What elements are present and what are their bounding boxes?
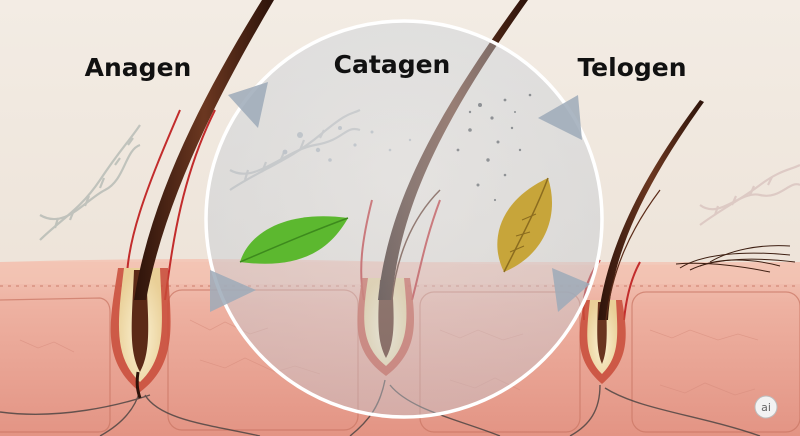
- shed-hairs: [675, 245, 796, 273]
- dry-leaf-icon: [497, 177, 553, 273]
- green-leaf-icon: [239, 216, 349, 264]
- ai-badge: ai: [754, 395, 778, 419]
- dna-helix-icon: [39, 124, 141, 241]
- dna-helix-icon: [699, 164, 800, 226]
- ai-badge-text: ai: [761, 401, 771, 414]
- anagen-hair-shaft: [134, 0, 274, 300]
- cycle-arrow-icon: [210, 82, 590, 312]
- catagen-label: Catagen: [334, 50, 451, 79]
- telogen-hair-shaft: [598, 100, 704, 321]
- anagen-label: Anagen: [85, 53, 192, 82]
- anagen-follicle: [110, 268, 171, 399]
- telogen-label: Telogen: [577, 53, 686, 82]
- cycle-circle: [204, 19, 604, 419]
- telogen-follicle: [579, 300, 626, 384]
